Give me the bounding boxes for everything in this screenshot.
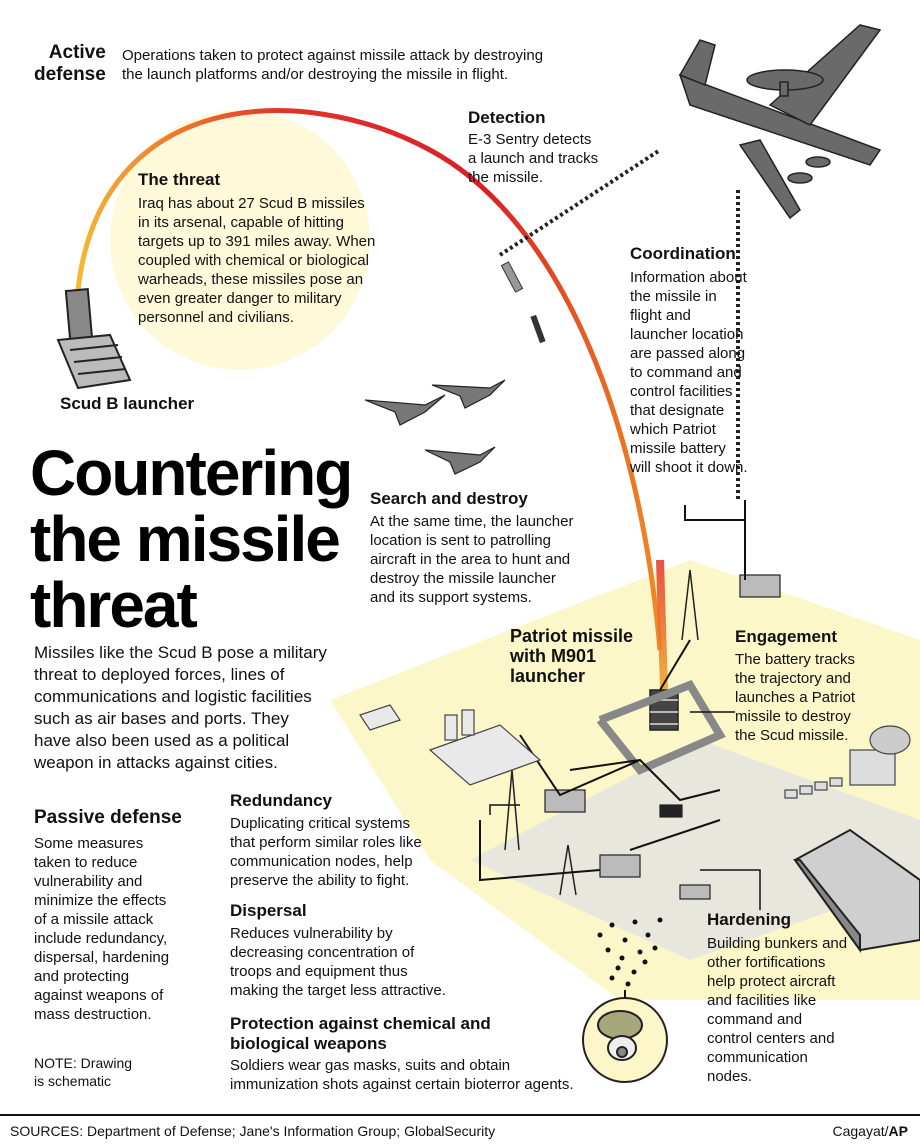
redundancy-text: Duplicating critical systems that perfor… (230, 815, 422, 889)
patriot-missile-icon (530, 314, 546, 344)
redundancy-title: Redundancy (230, 791, 333, 810)
dispersal-text: Reduces vulnerability by decreasing conc… (230, 925, 446, 999)
hardened-bunker-icon (793, 828, 920, 954)
control-tower-icon (784, 725, 911, 799)
intro-text: Missiles like the Scud B pose a military… (34, 643, 327, 772)
scud-missile-icon (500, 261, 524, 293)
scud-trajectory (75, 108, 663, 651)
active-defense-title: Active defense (34, 42, 106, 85)
runway (470, 740, 920, 960)
fighter-jet-icon (364, 379, 506, 475)
footer-divider (0, 1114, 920, 1116)
threat-glow (110, 110, 370, 370)
dispersed-troops-icon (597, 917, 663, 987)
credit-name: Cagayat/ (832, 1123, 889, 1139)
vehicle-icon (544, 574, 781, 900)
scud-launcher-label: Scud B launcher (60, 394, 195, 413)
engagement-title: Engagement (735, 627, 838, 646)
hardening-title: Hardening (707, 910, 792, 929)
credit-agency: AP (888, 1123, 908, 1139)
detection-title: Detection (468, 108, 546, 127)
network-lines (479, 500, 746, 882)
sources-text: SOURCES: Department of Defense; Jane's I… (10, 1123, 496, 1139)
radar-tower-icon (504, 569, 699, 896)
threat-title: The threat (138, 170, 221, 189)
page-title: Countering the missile threat (30, 437, 353, 641)
coordination-text: Information about the missile in flight … (630, 269, 748, 476)
detection-text: E-3 Sentry detects a launch and tracks t… (468, 131, 599, 186)
revetment (596, 680, 726, 775)
protection-title: Protection against chemical and biologic… (230, 1014, 491, 1053)
search-destroy-text: At the same time, the launcher location … (370, 513, 574, 606)
command-building-icon (359, 704, 542, 786)
note-text: NOTE: Drawing is schematic (34, 1055, 133, 1089)
hardening-text: Building bunkers and other fortification… (707, 935, 848, 1085)
search-destroy-title: Search and destroy (370, 489, 528, 508)
radar-beam-icon (498, 148, 662, 257)
coordination-title: Coordination (630, 244, 736, 263)
engagement-text: The battery tracks the trajectory and la… (735, 651, 856, 744)
credit-text: Cagayat/AP (833, 1122, 909, 1141)
threat-text: Iraq has about 27 Scud B missiles in its… (138, 195, 376, 326)
passive-defense-title: Passive defense (34, 807, 182, 828)
protection-text: Soldiers wear gas masks, suits and obtai… (230, 1057, 574, 1093)
patriot-trajectory (656, 559, 668, 691)
callout-lines (489, 711, 761, 910)
soldier-gas-mask-icon (582, 997, 668, 1083)
passive-defense-text: Some measures taken to reduce vulnerabil… (34, 835, 170, 1023)
dispersal-title: Dispersal (230, 901, 307, 920)
active-defense-text: Operations taken to protect against miss… (122, 47, 544, 83)
patriot-label: Patriot missile with M901 launcher (510, 626, 634, 686)
scud-launcher-icon (56, 288, 132, 390)
e3-sentry-aircraft-icon (678, 24, 882, 220)
